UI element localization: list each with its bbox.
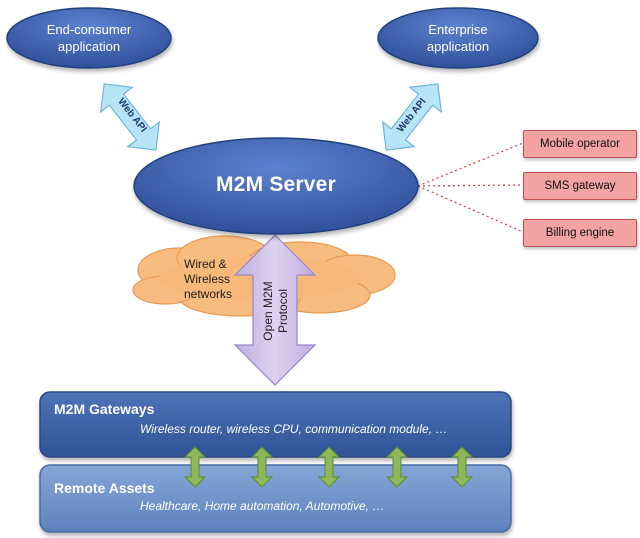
gateways-title: M2M Gateways [54, 401, 155, 417]
network-line1: Wired & [184, 257, 227, 271]
protocol-line2: Protocol [276, 288, 290, 334]
end-consumer-line1: End-consumer [46, 22, 132, 37]
gateway-asset-arrow-4 [385, 446, 409, 488]
end-consumer-ellipse [6, 7, 172, 69]
assets-subtitle: Healthcare, Home automation, Automotive,… [140, 499, 385, 513]
end-consumer-line2: application [57, 39, 121, 54]
gateways-band [39, 391, 512, 458]
gateway-asset-arrow-1 [183, 446, 207, 488]
enterprise-line1: Enterprise [428, 22, 488, 37]
web-api-arrow-right [381, 83, 443, 151]
enterprise-line2: application [426, 39, 490, 54]
service-mobile-operator: Mobile operator [523, 130, 637, 158]
enterprise-ellipse [377, 7, 539, 69]
gateway-asset-arrow-3 [317, 446, 341, 488]
server-ellipse [133, 137, 419, 235]
network-cloud-label: Wired & Wireless networks [184, 257, 254, 302]
service-sms-gateway: SMS gateway [523, 172, 637, 200]
network-line2: Wireless [184, 272, 231, 286]
web-api-arrow-left [99, 83, 161, 151]
end-consumer-label: End-consumer application [17, 21, 161, 55]
gateway-asset-arrow-2 [250, 446, 274, 488]
assets-title: Remote Assets [54, 480, 155, 496]
protocol-line1: Open M2M [261, 281, 275, 341]
enterprise-label: Enterprise application [386, 21, 530, 55]
server-label: M2M Server [216, 173, 336, 196]
gateway-asset-arrow-5 [450, 446, 474, 488]
protocol-arrow [233, 234, 317, 386]
gateways-subtitle: Wireless router, wireless CPU, communica… [140, 422, 448, 436]
network-line3: networks [184, 287, 233, 301]
service-billing-engine: Billing engine [523, 219, 637, 247]
protocol-label: Open M2M Protocol [261, 271, 291, 351]
server-service-links [417, 142, 524, 233]
gateway-asset-arrows [183, 446, 474, 488]
